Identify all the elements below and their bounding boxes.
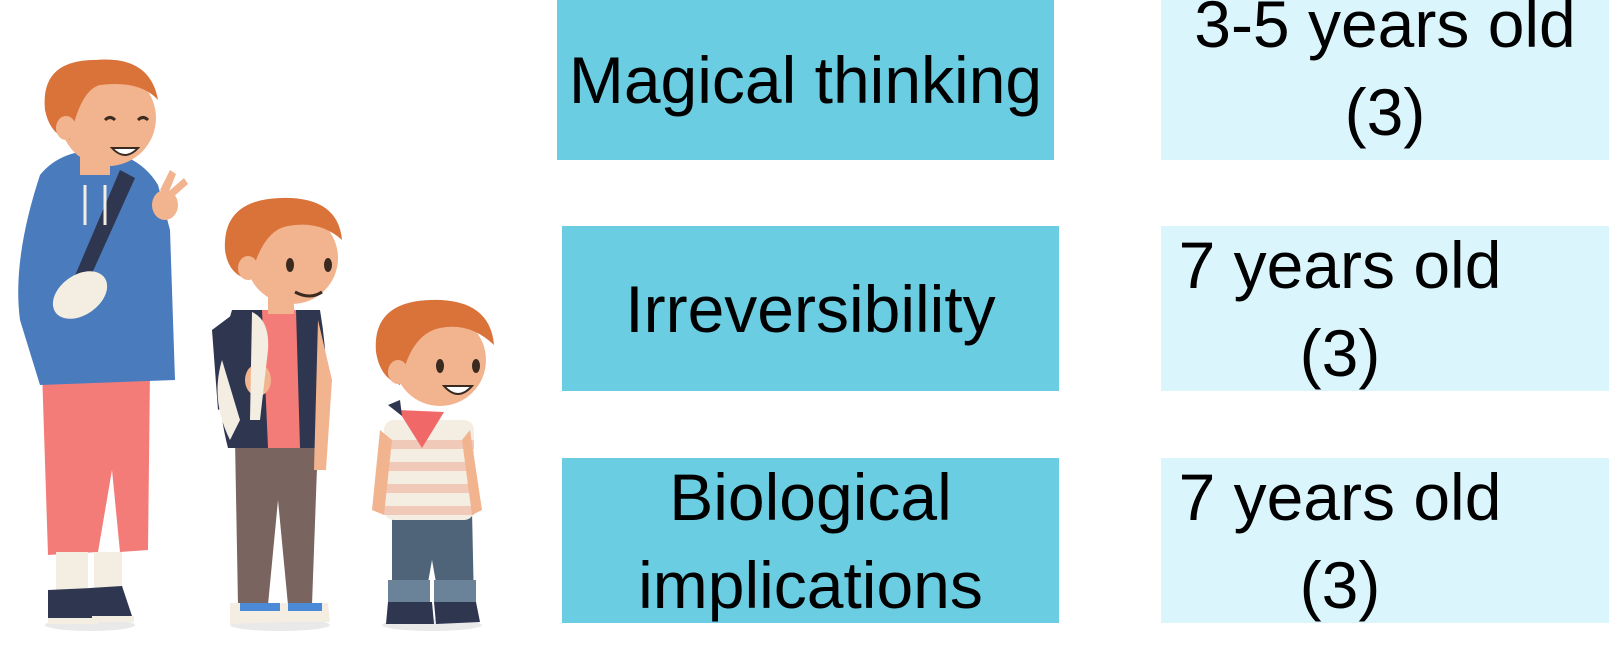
age-label: 3-5 years old xyxy=(1194,0,1576,61)
small-boy-icon xyxy=(372,299,494,631)
reference-label: (3) xyxy=(1344,75,1426,149)
concept-box-irreversibility: Irreversibility xyxy=(562,226,1059,391)
three-children-icon xyxy=(18,59,494,631)
concept-box-magical-thinking: Magical thinking xyxy=(557,0,1054,160)
age-label: 7 years old xyxy=(1178,459,1502,534)
concept-label-line-1: Biological xyxy=(669,459,952,534)
concept-box-biological-implications: Biological implications xyxy=(562,458,1059,623)
concept-label: Irreversibility xyxy=(625,271,996,346)
reference-label: (3) xyxy=(1299,547,1381,622)
age-box-row-3: 7 years old (3) xyxy=(1161,458,1609,623)
age-label: 7 years old xyxy=(1178,227,1502,302)
concept-label-line-2: implications xyxy=(638,547,983,622)
concept-label: Magical thinking xyxy=(568,43,1043,117)
age-box-row-1: 3-5 years old (3) xyxy=(1161,0,1609,160)
middle-boy-icon xyxy=(212,197,342,631)
tall-boy-icon xyxy=(18,59,188,631)
age-box-row-2: 7 years old (3) xyxy=(1161,226,1609,391)
reference-label: (3) xyxy=(1299,315,1381,390)
